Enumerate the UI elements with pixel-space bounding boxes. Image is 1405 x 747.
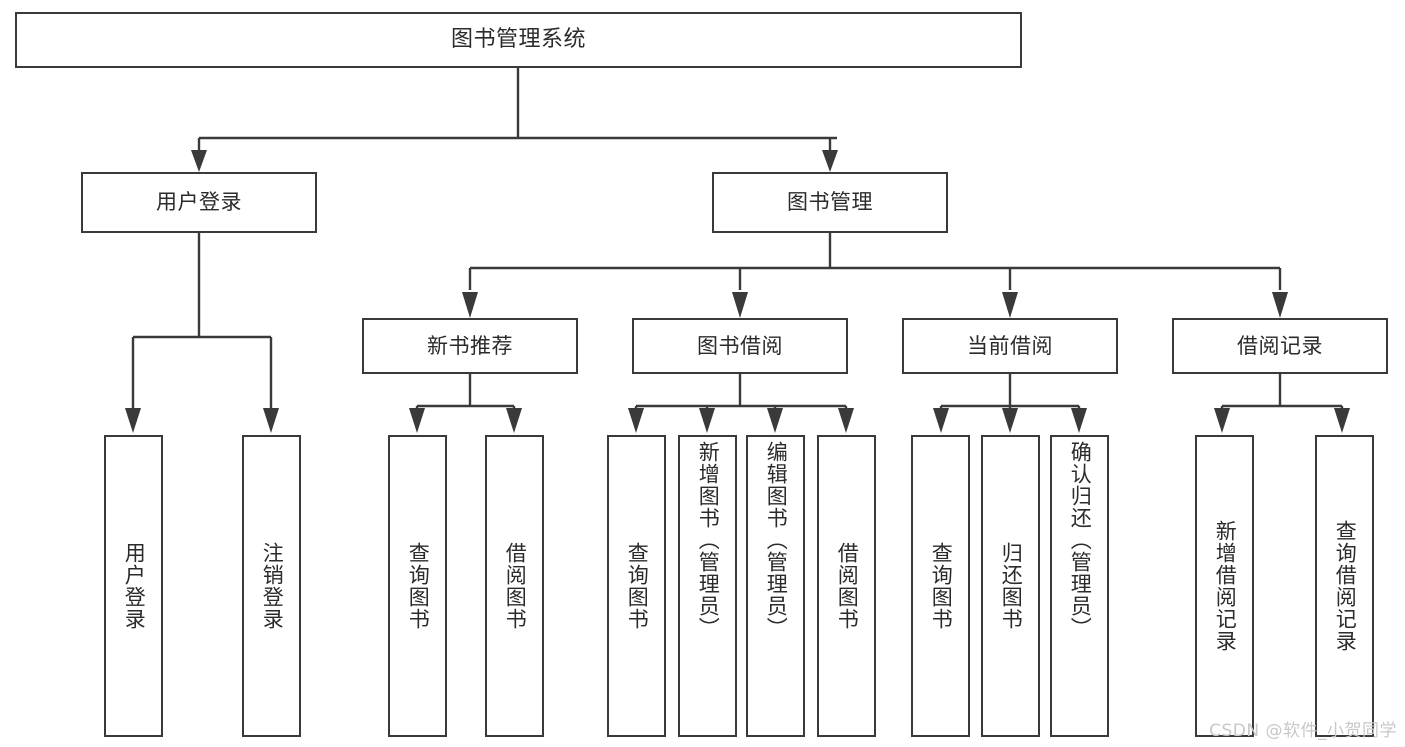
node-label: 编辑图书（管理员） [764,441,789,639]
node-book-borrow[interactable]: 图书借阅 [632,318,848,374]
node-label: 当前借阅 [967,333,1053,358]
leaf-user-logout[interactable]: 注销登录 [242,435,301,737]
node-borrow-records[interactable]: 借阅记录 [1172,318,1388,374]
leaf-return-books[interactable]: 归还图书 [981,435,1040,737]
node-label: 新书推荐 [427,333,513,358]
node-label: 查询图书 [625,542,650,630]
node-label: 注销登录 [260,542,285,630]
node-label: 借阅记录 [1237,333,1323,358]
leaf-query-books-borrow[interactable]: 查询图书 [607,435,666,737]
node-label: 新增借阅记录 [1213,520,1238,652]
leaf-borrow-books-recommend[interactable]: 借阅图书 [485,435,544,737]
leaf-borrow-books[interactable]: 借阅图书 [817,435,876,737]
node-label: 查询图书 [406,542,431,630]
node-label: 确认归还（管理员） [1068,441,1093,639]
node-new-book-recommend[interactable]: 新书推荐 [362,318,578,374]
node-label: 图书管理系统 [450,27,586,52]
leaf-user-login[interactable]: 用户登录 [104,435,163,737]
leaf-query-borrow-record[interactable]: 查询借阅记录 [1315,435,1374,737]
node-label: 图书管理 [787,190,873,214]
leaf-edit-book-admin[interactable]: 编辑图书（管理员） [746,435,805,737]
leaf-add-borrow-record[interactable]: 新增借阅记录 [1195,435,1254,737]
node-root-system[interactable]: 图书管理系统 [15,12,1022,68]
node-label: 用户登录 [156,190,242,214]
watermark: CSDN @软件_小贺同学 [1209,721,1397,741]
node-label: 图书借阅 [697,333,783,358]
node-label: 借阅图书 [503,542,528,630]
node-label: 借阅图书 [835,542,860,630]
node-book-management[interactable]: 图书管理 [712,172,948,233]
node-label: 新增图书（管理员） [696,441,721,639]
leaf-query-books-current[interactable]: 查询图书 [911,435,970,737]
node-label: 用户登录 [122,542,147,630]
node-user-login[interactable]: 用户登录 [81,172,317,233]
leaf-query-books-recommend[interactable]: 查询图书 [388,435,447,737]
node-label: 归还图书 [999,542,1024,630]
node-label: 查询借阅记录 [1333,520,1358,652]
leaf-add-book-admin[interactable]: 新增图书（管理员） [678,435,737,737]
leaf-confirm-return-admin[interactable]: 确认归还（管理员） [1050,435,1109,737]
node-current-borrow[interactable]: 当前借阅 [902,318,1118,374]
node-label: 查询图书 [929,542,954,630]
